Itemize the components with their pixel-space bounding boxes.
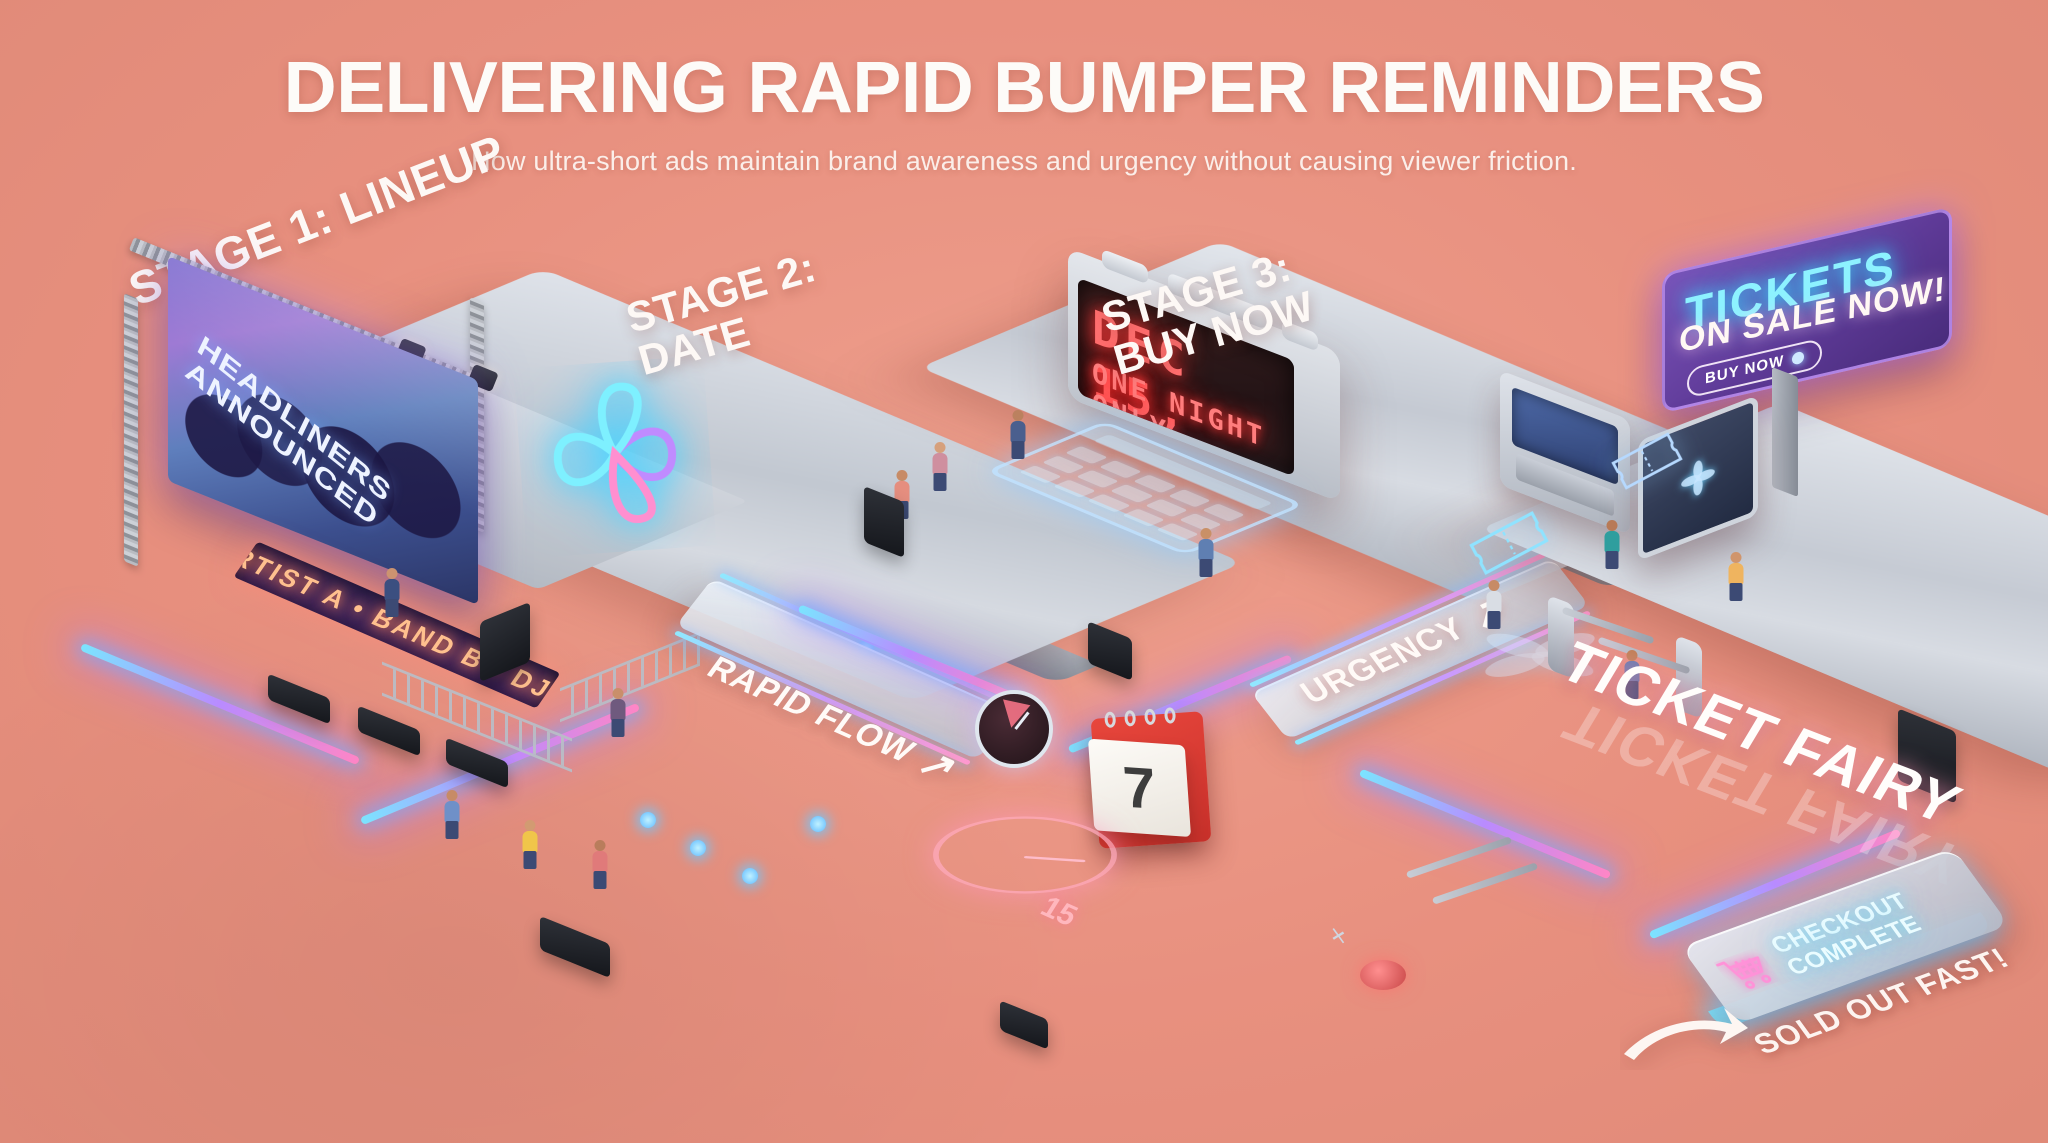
stopwatch-dial: [975, 690, 1053, 768]
speaker-floor: [540, 915, 610, 979]
page-subtitle: How ultra-short ads maintain brand aware…: [471, 146, 1577, 176]
ticket-icon-2: [1606, 426, 1688, 496]
arrow-up-right-icon: ↗: [909, 740, 968, 792]
floor-light-1: [640, 812, 656, 828]
page-title: DELIVERING RAPID BUMPER REMINDERS: [283, 48, 1765, 128]
stopwatch-icon: [975, 690, 1053, 768]
checkout-badge-text: CHECKOUT COMPLETE: [1766, 888, 1929, 980]
clock-hologram-number: 15: [1034, 890, 1084, 933]
floor-light-2: [690, 840, 706, 856]
calendar-day-number: 7: [1087, 738, 1192, 838]
floor-light-5: [810, 816, 826, 832]
truss-vertical-left: [124, 293, 138, 567]
terminal-flower-icon: [1681, 460, 1715, 496]
billboard-post: [1772, 367, 1798, 497]
x-marker: ✕: [1330, 922, 1347, 952]
brand-flower-icon: [514, 356, 717, 559]
flip-calendar: 7: [1087, 707, 1212, 849]
stage-2-speaker-3: [1000, 1000, 1048, 1050]
red-button[interactable]: [1360, 960, 1406, 990]
ticket-terminal[interactable]: [1638, 394, 1758, 562]
checkout-complete-badge[interactable]: CHECKOUT COMPLETE: [1680, 847, 2010, 1025]
buy-now-indicator-icon: [1792, 350, 1805, 365]
floor-light-3: [742, 868, 758, 884]
clock-hologram-hand: [1024, 855, 1087, 863]
handrail-2: [1431, 862, 1539, 905]
clock-button-1[interactable]: [1102, 248, 1148, 285]
ticket-icon-1: [1464, 504, 1554, 581]
shopping-cart-icon: [1716, 956, 1772, 989]
pointing-arrow-icon: [1624, 1008, 1748, 1060]
floor-brand-flower-icon: [1400, 600, 1595, 755]
tickets-billboard: TICKETS ON SALE NOW! BUY NOW: [1662, 206, 1952, 414]
header: DELIVERING RAPID BUMPER REMINDERS How ul…: [0, 0, 2048, 177]
